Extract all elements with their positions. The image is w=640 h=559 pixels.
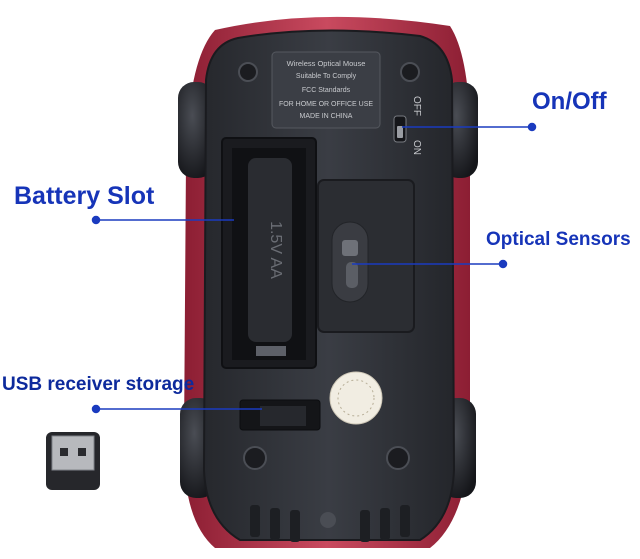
label-line-2: Suitable To Comply	[296, 73, 357, 80]
label-line-5: MADE IN CHINA	[300, 113, 353, 120]
rear-vents	[250, 505, 410, 542]
battery-compartment: 1.5V AA	[221, 137, 317, 369]
optical-sensors-label: Optical Sensors	[486, 229, 631, 250]
certification-sticker	[329, 371, 383, 425]
callout-lines	[91, 122, 537, 414]
on-off-label: On/Off	[532, 88, 607, 115]
label-line-4: FOR HOME OR OFFICE USE	[279, 101, 373, 108]
usb-storage-label: USB receiver storage	[2, 374, 195, 395]
battery-marking: 1.5V AA	[267, 221, 284, 279]
label-line-3: FCC Standards	[302, 87, 351, 94]
power-switch[interactable]: OFF ON	[393, 96, 422, 155]
optical-sensor	[317, 179, 415, 333]
usb-receiver-slot	[239, 399, 321, 431]
battery-slot-label: Battery Slot	[14, 182, 155, 210]
switch-on-label: ON	[411, 140, 422, 155]
product-label: Wireless Optical Mouse Suitable To Compl…	[271, 51, 381, 129]
switch-off-label: OFF	[411, 96, 422, 116]
label-line-1: Wireless Optical Mouse	[287, 59, 366, 68]
usb-receiver	[46, 432, 100, 490]
